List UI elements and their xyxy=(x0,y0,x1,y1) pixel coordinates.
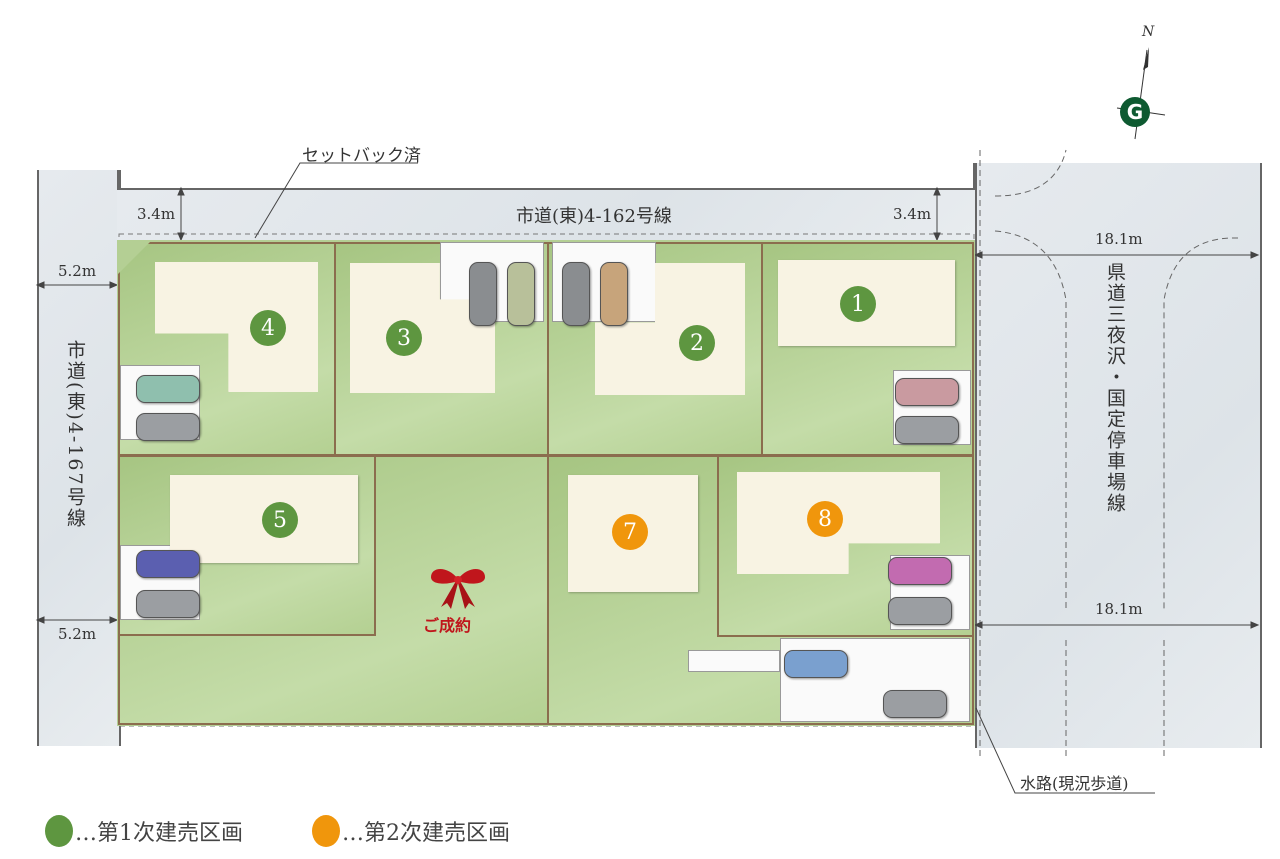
left-road-name: 市道(東)4-167号線 xyxy=(64,340,86,529)
left-road-width-bottom: 5.2m xyxy=(58,625,97,643)
legend-label: …第2次建売区画 xyxy=(342,821,510,846)
lot-number-3: 3 xyxy=(386,320,422,356)
car xyxy=(136,550,200,578)
lot-number-8: 8 xyxy=(807,501,843,537)
north-label: N xyxy=(1142,24,1155,40)
right-road-width-bottom: 18.1m xyxy=(1095,600,1143,618)
car xyxy=(562,262,590,326)
left-road-width-top: 5.2m xyxy=(58,262,97,280)
road-top-left-corner xyxy=(117,170,119,188)
car xyxy=(784,650,848,678)
legend-swatch-orange xyxy=(312,815,340,847)
car xyxy=(507,262,535,326)
legend-swatch-green xyxy=(45,815,73,847)
lot-number-5: 5 xyxy=(262,502,298,538)
lot-number-4: 4 xyxy=(250,310,286,346)
lot-number-2: 2 xyxy=(679,325,715,361)
legend-phase-2: …第2次建売区画 xyxy=(312,815,510,847)
setback-annotation: セットバック済 xyxy=(302,146,421,166)
lot-number-1: 1 xyxy=(840,286,876,322)
car xyxy=(136,375,200,403)
car xyxy=(469,262,497,326)
top-road-width-right: 3.4m xyxy=(893,205,932,223)
right-road-width-top: 18.1m xyxy=(1095,230,1143,248)
walkway xyxy=(688,650,780,672)
legend-phase-1: …第1次建売区画 xyxy=(45,815,243,847)
right-road-name: 県道三夜沢・国定停車場線 xyxy=(1104,262,1126,514)
compass-logo: G xyxy=(1127,100,1143,124)
lot-number-7: 7 xyxy=(612,514,648,550)
car xyxy=(883,690,947,718)
legend-label: …第1次建売区画 xyxy=(75,821,243,846)
car xyxy=(600,262,628,326)
ribbon-icon xyxy=(431,569,485,609)
top-road-name: 市道(東)4-162号線 xyxy=(516,206,672,227)
waterway-annotation: 水路(現況歩道) xyxy=(1020,774,1129,793)
car xyxy=(888,557,952,585)
road-right xyxy=(975,163,1262,748)
car xyxy=(895,378,959,406)
car xyxy=(136,590,200,618)
compass-icon: G xyxy=(1116,47,1166,140)
car xyxy=(888,597,952,625)
car xyxy=(895,416,959,444)
top-road-width-left: 3.4m xyxy=(137,205,176,223)
sold-label: ご成約 xyxy=(423,616,472,635)
car xyxy=(136,413,200,441)
road-top xyxy=(117,188,975,242)
road-top-right-corner xyxy=(973,163,975,188)
